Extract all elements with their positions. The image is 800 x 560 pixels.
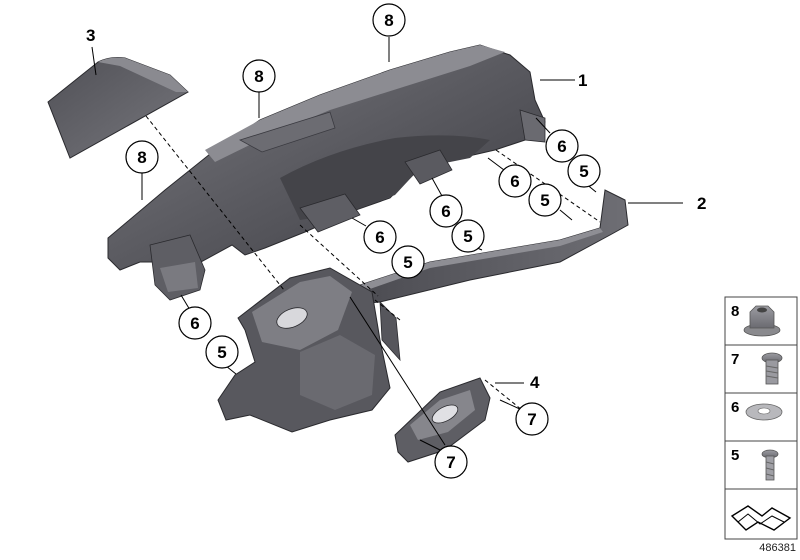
legend-number-6: 6: [731, 399, 739, 416]
svg-text:7: 7: [446, 453, 455, 472]
callout-6-e: 6: [178, 306, 212, 340]
label-part-1: 1: [578, 71, 587, 90]
callout-5-c: 5: [451, 219, 485, 253]
callout-6-c: 6: [429, 194, 463, 228]
callout-8-left: 8: [125, 140, 159, 174]
legend-number-7: 7: [731, 351, 739, 368]
callout-8-mid: 8: [242, 59, 276, 93]
svg-text:5: 5: [579, 162, 588, 181]
svg-text:6: 6: [190, 314, 199, 333]
diagram-id: 486381: [759, 542, 796, 554]
label-part-3: 3: [86, 26, 95, 45]
screw-icon: [761, 352, 783, 385]
legend-cell-5: [724, 440, 798, 490]
svg-text:6: 6: [441, 202, 450, 221]
small-bracket: [394, 377, 491, 463]
svg-text:6: 6: [375, 228, 384, 247]
washer-icon: [745, 403, 783, 421]
legend-number-5: 5: [731, 447, 739, 464]
part-3-cover: [47, 57, 189, 159]
callout-5-b: 5: [528, 183, 562, 217]
callout-6-d: 6: [363, 220, 397, 254]
gasket-icon: [730, 505, 792, 531]
nut-icon: [743, 305, 781, 337]
svg-text:8: 8: [137, 148, 146, 167]
svg-text:6: 6: [510, 172, 519, 191]
svg-text:7: 7: [527, 410, 536, 429]
dashed-lines: [145, 115, 601, 411]
svg-text:6: 6: [557, 137, 566, 156]
svg-text:8: 8: [254, 67, 263, 86]
legend-panel: 8 7 6 5: [724, 296, 798, 540]
svg-text:5: 5: [403, 253, 412, 272]
callout-5-d: 5: [391, 245, 425, 279]
part-1-dashboard: [107, 44, 546, 301]
label-part-2: 2: [697, 194, 706, 213]
svg-text:5: 5: [540, 191, 549, 210]
callout-5-e: 5: [205, 335, 239, 369]
svg-text:5: 5: [217, 343, 226, 362]
callout-5-a: 5: [567, 154, 601, 188]
callout-7-b: 7: [434, 445, 468, 479]
clip-screw-icon: [761, 449, 779, 481]
svg-text:5: 5: [463, 227, 472, 246]
legend-number-8: 8: [731, 303, 739, 320]
label-part-4: 4: [530, 373, 540, 392]
svg-text:8: 8: [384, 11, 393, 30]
callout-7-a: 7: [515, 402, 549, 436]
callout-6-a: 6: [545, 129, 579, 163]
part-2-trim-panel: [344, 189, 629, 362]
leader-line-bracket: [349, 296, 446, 446]
callout-6-b: 6: [498, 164, 532, 198]
callout-8-top: 8: [372, 3, 406, 37]
part-4-bracket: [217, 267, 391, 433]
